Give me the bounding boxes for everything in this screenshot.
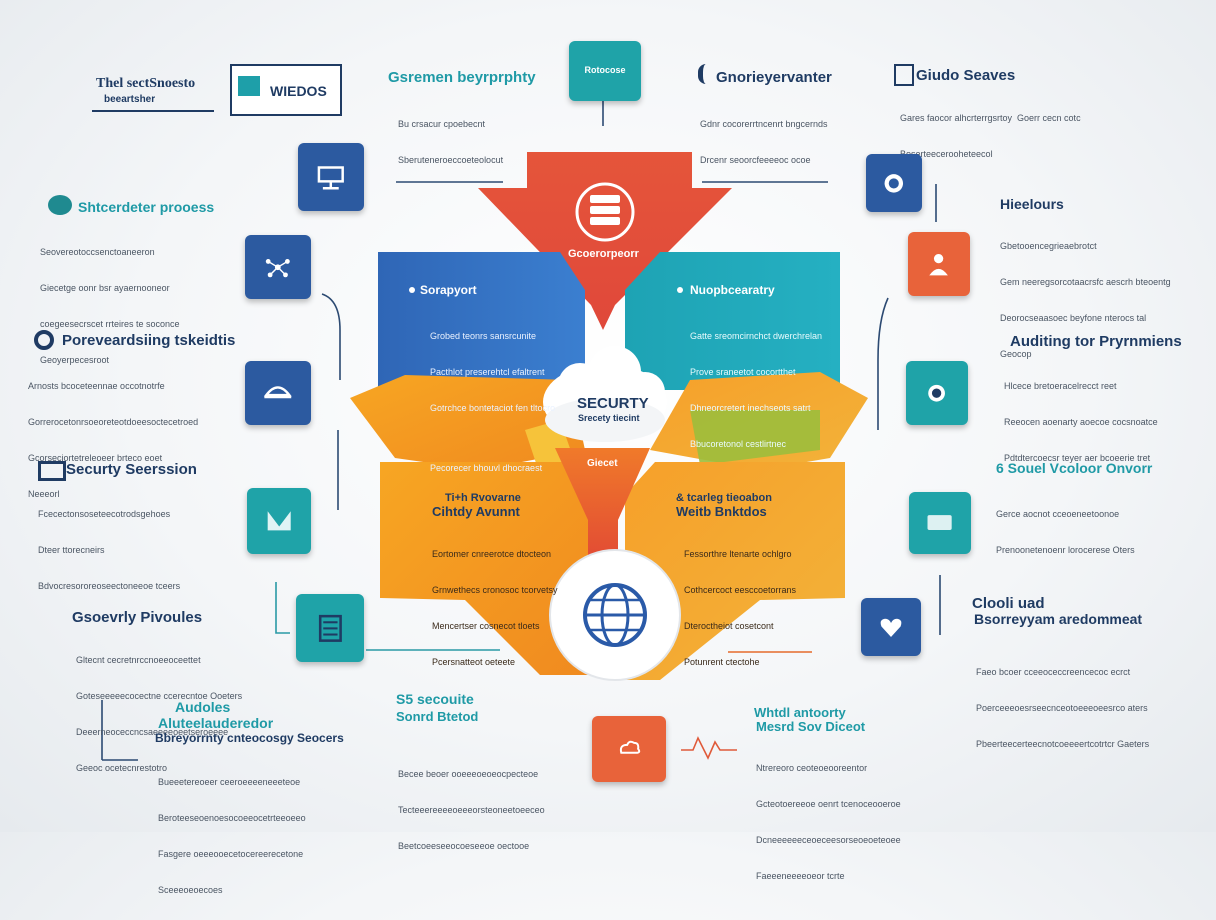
- security-cloud: [543, 346, 667, 442]
- document-icon: [894, 64, 914, 86]
- block-title-2: Sonrd Btetod: [396, 709, 479, 724]
- globe-icon: [549, 549, 681, 681]
- block-title-2: Aluteelauderedor: [158, 715, 274, 731]
- block-title-3: Bbreyorrnty cnteocosgy Seocers: [155, 731, 344, 745]
- block-title-1: Whtdl antoorty: [754, 705, 846, 720]
- user-tile-icon: [908, 232, 970, 296]
- cloud-title: SECURTY: [577, 395, 649, 412]
- gear-icon: [34, 330, 54, 350]
- globe-tile-icon: [866, 154, 922, 212]
- screen-icon: [38, 461, 66, 481]
- left-panel-blue: [378, 252, 585, 390]
- block-title: Giudo Seaves: [916, 67, 1016, 84]
- block-title-2: Bsorreyyam aredommeat: [974, 611, 1143, 627]
- bottom-left-title-2: Cihtdy Avunnt: [432, 504, 520, 519]
- network-tile-icon: [245, 235, 311, 299]
- hanging-sign-label: Rotocose: [584, 65, 626, 76]
- block-title-1: Clooli uad: [972, 595, 1045, 612]
- block-title: Poreveardsiing tskeidtis: [62, 332, 236, 349]
- chat-tile-icon: [909, 492, 971, 554]
- bottom-right-lines: Fessorthre ltenarte ochlgro Cothcercoct …: [684, 549, 797, 667]
- monitor-icon: [238, 76, 260, 96]
- server-icon: [575, 182, 635, 242]
- top-left-line-2: beeartsher: [104, 94, 156, 105]
- bottom-left-panel: [380, 462, 595, 675]
- connector-lines: [101, 100, 941, 761]
- right-panel-title: Nuopbcearatry: [690, 283, 775, 297]
- shield-tile-icon: [247, 488, 311, 554]
- left-panel-title: Sorapyort: [420, 283, 477, 297]
- banner-label: Gcoerorpeorr: [568, 248, 639, 260]
- bottom-left-title-1: Ti+h Rvovarne: [445, 492, 521, 504]
- bottom-right-title-2: Weitb Bnktdos: [676, 504, 767, 519]
- funnel-label: Giecet: [587, 458, 618, 469]
- right-panel-teal: [625, 252, 840, 390]
- cloud-subtitle: Srecety tiecint: [578, 413, 640, 423]
- database-icon: [48, 195, 72, 215]
- central-diagram: [101, 100, 941, 761]
- right-panel-lines: Gatte sreomcirnchct dwerchrelan Prove sr…: [690, 331, 823, 449]
- top-left-line-1: Thel sectSnoesto: [96, 76, 196, 91]
- cloud-upload-tile-icon: [592, 716, 666, 782]
- cloud-tile-icon: [906, 361, 968, 425]
- block-title-1: S5 secouite: [396, 691, 474, 707]
- block-title: 6 Souel Vcoloor Onvorr: [996, 460, 1153, 476]
- block-title: Auditing tor Pryrnmiens: [1010, 333, 1182, 350]
- center-funnel: [555, 448, 650, 560]
- monitor-label: WIEDOS: [270, 83, 327, 99]
- left-side-arrow: [350, 375, 585, 470]
- block-title: Gsoevrly Pivoules: [72, 609, 203, 626]
- monitor-tile-icon: [298, 143, 364, 211]
- green-ribbon: [690, 410, 820, 465]
- block-title: Gsremen beyrprphty: [388, 69, 536, 86]
- block-title: Gnorieyervanter: [716, 69, 832, 86]
- left-panel-lines: Grobed teonrs sansrcunite Pacthlot prese…: [430, 331, 556, 473]
- monitor-card: WIEDOS: [230, 64, 342, 116]
- bottom-left-lines: Eortomer cnreerotce dtocteon Grnwethecs …: [432, 549, 558, 667]
- heart-tile-icon: [861, 598, 921, 656]
- hanging-sign: Rotocose: [569, 41, 641, 101]
- block-title: Shtcerdeter prooess: [78, 199, 215, 215]
- server-rack-tile-icon: [296, 594, 364, 662]
- governance-icon: [698, 64, 717, 84]
- block-title-1: Audoles: [175, 699, 231, 715]
- bottom-right-title-1: & tcarleg tieoabon: [676, 492, 772, 504]
- top-left-frame: Thel sectSnoesto beeartsher: [92, 66, 214, 112]
- block-title: Securty Seerssion: [66, 461, 197, 478]
- helmet-tile-icon: [245, 361, 311, 425]
- block-title: Hieelours: [1000, 196, 1064, 212]
- block-title-2: Mesrd Sov Diceot: [756, 719, 866, 734]
